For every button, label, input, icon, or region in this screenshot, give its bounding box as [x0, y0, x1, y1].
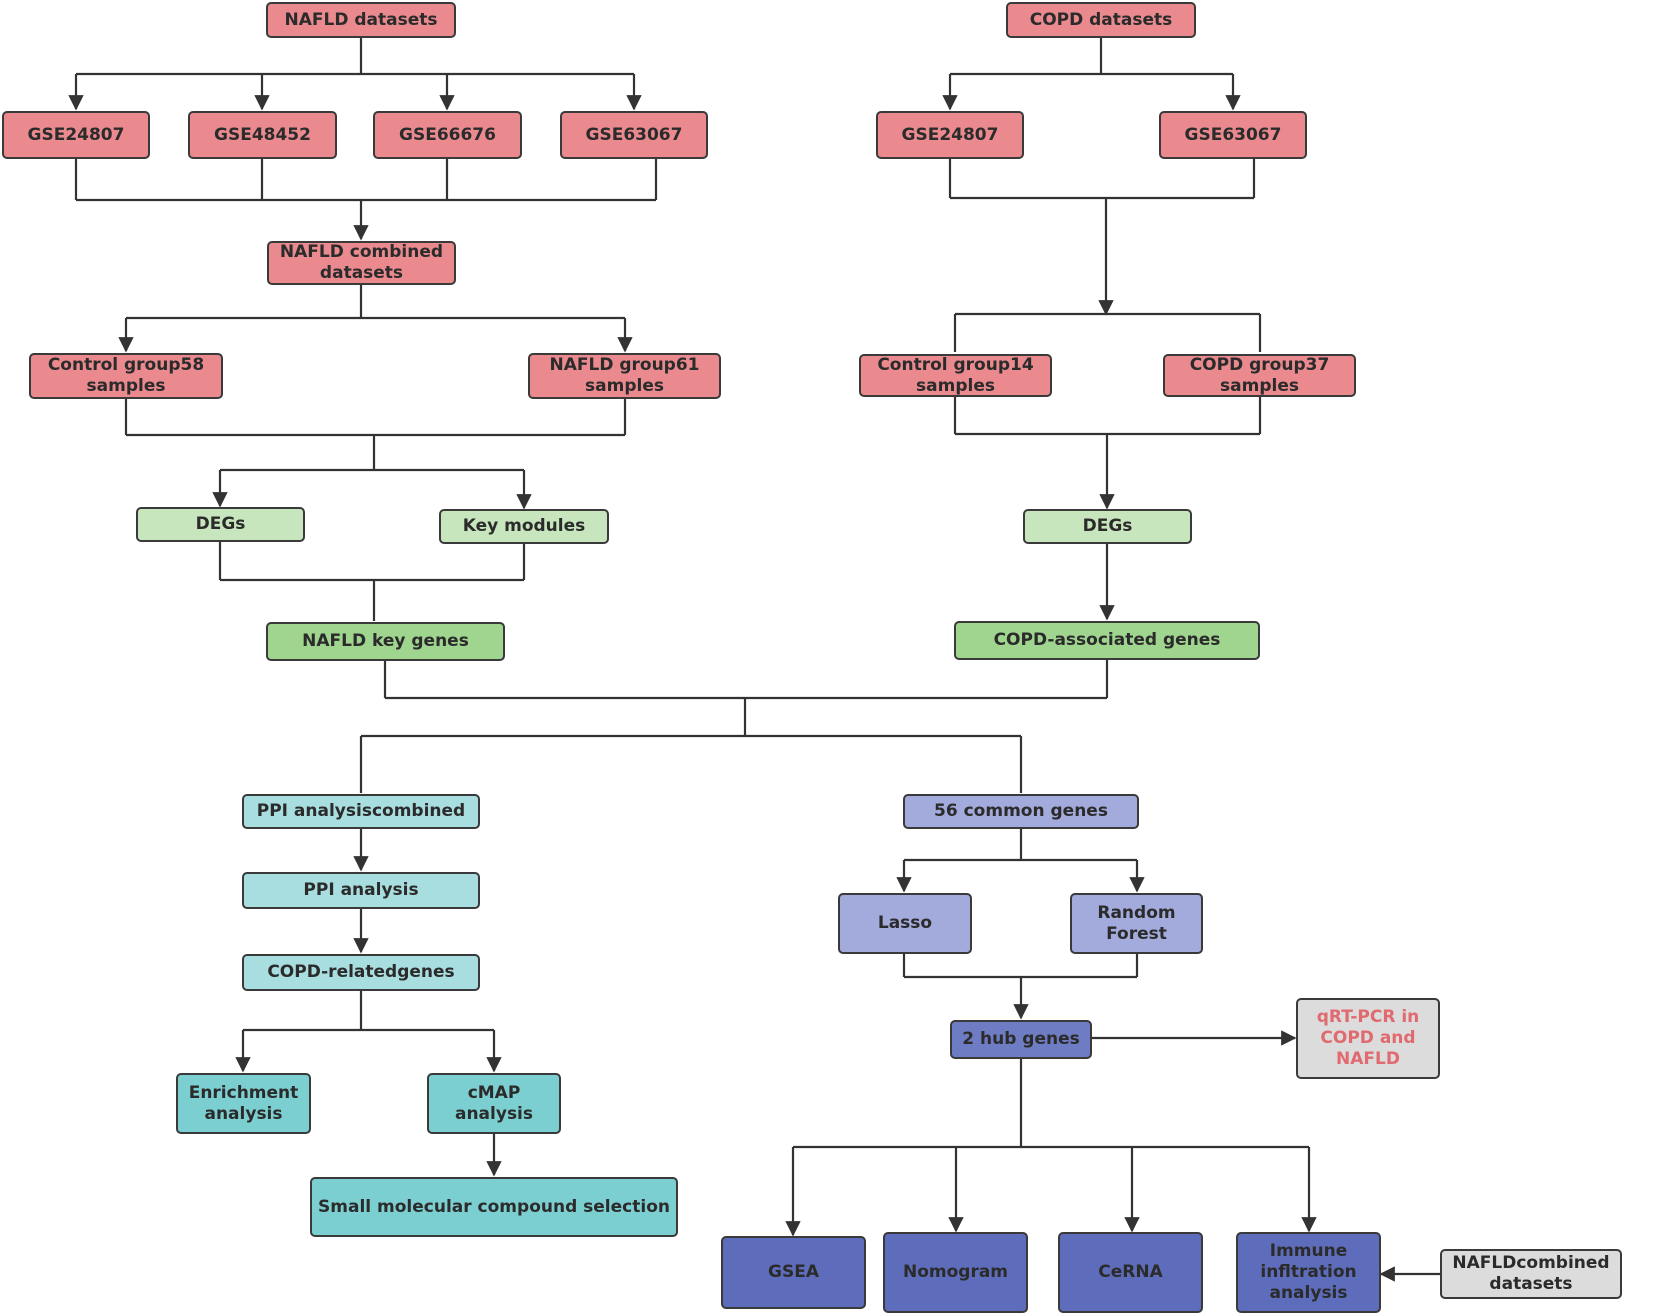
control-group58-node: Control group58 samples	[29, 353, 223, 399]
nafld-datasets-node: NAFLD datasets	[266, 2, 456, 38]
copd-associated-genes-node: COPD-associated genes	[954, 621, 1260, 660]
copd-datasets-node: COPD datasets	[1006, 2, 1196, 38]
copd-group37-node: COPD group37 samples	[1163, 354, 1356, 397]
common-genes-node: 56 common genes	[903, 794, 1139, 829]
gsea-node: GSEA	[721, 1236, 866, 1309]
key-modules-node: Key modules	[439, 509, 609, 544]
cmap-analysis-node: cMAP analysis	[427, 1073, 561, 1134]
gse48452-node: GSE48452	[188, 111, 337, 159]
enrichment-analysis-node: Enrichment analysis	[176, 1073, 311, 1134]
nomogram-node: Nomogram	[883, 1232, 1028, 1313]
nafld-group61-node: NAFLD group61 samples	[528, 353, 721, 399]
gse24807-copd-node: GSE24807	[876, 111, 1024, 159]
gse24807-nafld-node: GSE24807	[2, 111, 150, 159]
nafld-combined-node: NAFLD combined datasets	[267, 241, 456, 285]
copd-related-genes-node: COPD-relatedgenes	[242, 954, 480, 991]
immune-infiltration-node: Immune infltration analysis	[1236, 1232, 1381, 1313]
hub-genes-node: 2 hub genes	[950, 1020, 1092, 1059]
degs-copd-node: DEGs	[1023, 509, 1192, 544]
nafld-key-genes-node: NAFLD key genes	[266, 622, 505, 661]
ppi-analysis-combined-node: PPI analysiscombined	[242, 794, 480, 829]
lasso-node: Lasso	[838, 893, 972, 954]
ppi-analysis-node: PPI analysis	[242, 872, 480, 909]
gse63067-copd-node: GSE63067	[1159, 111, 1307, 159]
small-molecular-compound-node: Small molecular compound selection	[310, 1177, 678, 1237]
degs-nafld-node: DEGs	[136, 507, 305, 542]
gse63067-nafld-node: GSE63067	[560, 111, 708, 159]
cerna-node: CeRNA	[1058, 1232, 1203, 1313]
qrt-pcr-node: qRT-PCR in COPD and NAFLD	[1296, 998, 1440, 1079]
gse66676-node: GSE66676	[373, 111, 522, 159]
control-group14-node: Control group14 samples	[859, 354, 1052, 397]
random-forest-node: Random Forest	[1070, 893, 1203, 954]
nafld-combined-datasets-node: NAFLDcombined datasets	[1440, 1249, 1622, 1299]
